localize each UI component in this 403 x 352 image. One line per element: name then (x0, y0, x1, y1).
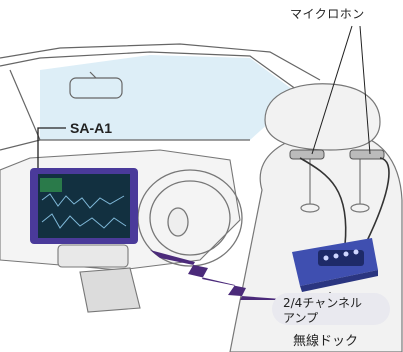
microphone-left-icon (289, 149, 325, 160)
microphone-label: マイクロホン (290, 7, 365, 21)
mic-cables (299, 157, 390, 246)
wireless-dock (292, 238, 378, 292)
wireless-dock-label: 無線ドック (293, 334, 359, 349)
sa-leader-line (37, 127, 66, 168)
microphone-right-icon (349, 149, 385, 160)
amp-label-line2: アンプ (283, 311, 319, 325)
sa-a1-device (30, 168, 138, 244)
amp-label: 2/4チャンネル アンプ (272, 293, 390, 325)
wireless-signal-icon (150, 250, 295, 300)
sa-a1-label: SA-A1 (70, 120, 113, 136)
amp-label-line1: 2/4チャンネル (283, 296, 362, 310)
mic-leader-lines (311, 25, 371, 155)
windshield (40, 55, 300, 140)
